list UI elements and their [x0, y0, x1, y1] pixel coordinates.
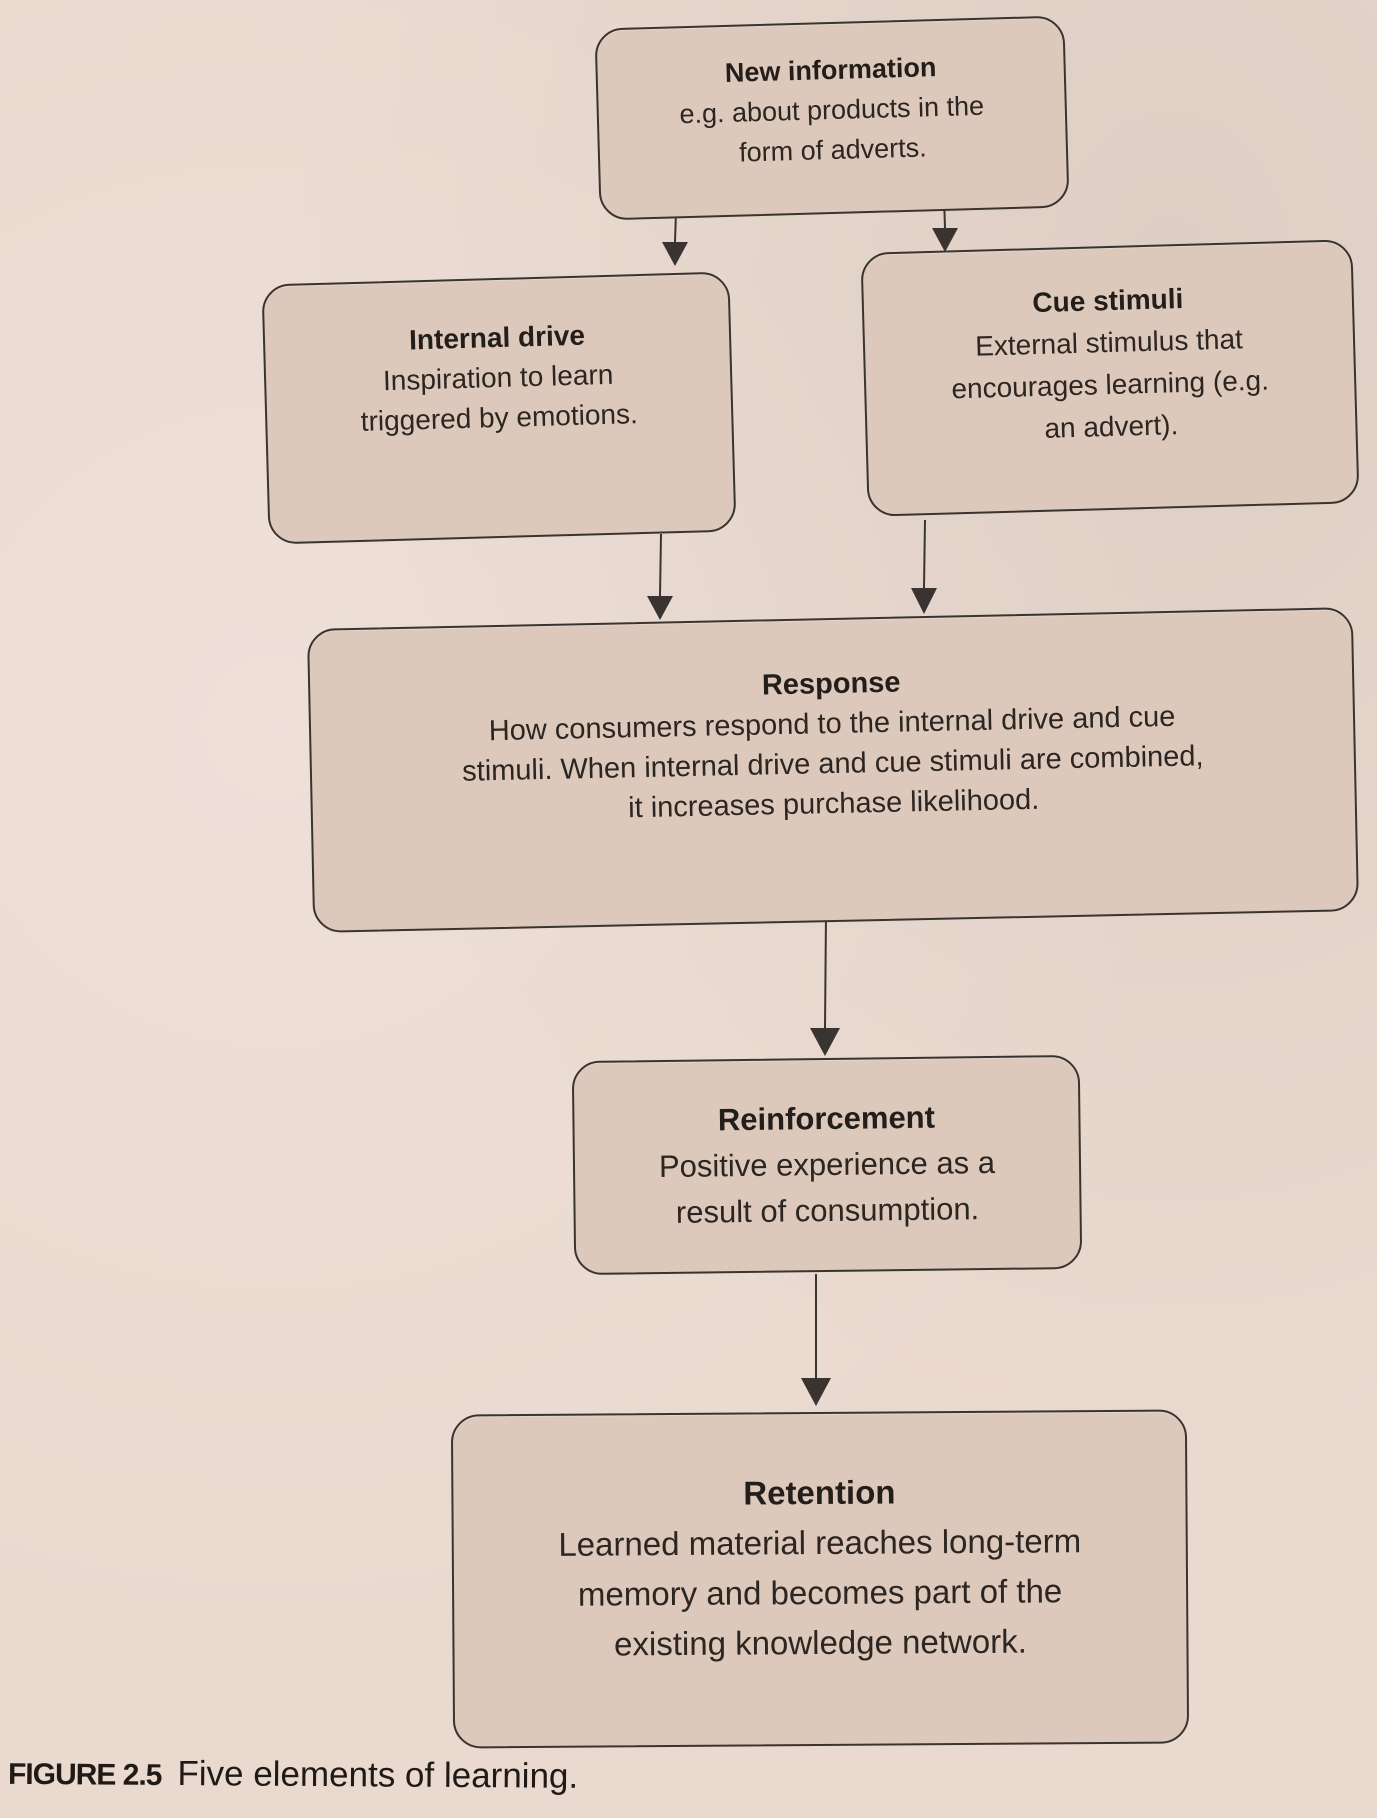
arrowhead-retention — [801, 1378, 831, 1406]
node-text-line: result of consumption. — [675, 1191, 980, 1230]
node-text-line: Learned material reaches long-term — [558, 1522, 1082, 1563]
node-text-line: Positive experience as a — [658, 1144, 996, 1185]
figure-label: FIGURE 2.5 — [7, 1757, 162, 1792]
node-new-information: New information e.g. about products in t… — [594, 15, 1070, 221]
node-internal-drive: Internal drive Inspiration to learn trig… — [261, 271, 737, 545]
node-title: Retention — [743, 1473, 896, 1512]
node-text-line: an advert). — [1044, 409, 1179, 444]
edge-response-to-reinforcement — [824, 913, 827, 1029]
arrowhead-cue-stimuli — [932, 228, 958, 252]
node-cue-stimuli: Cue stimuli External stimulus that encou… — [860, 239, 1360, 517]
node-title: Internal drive — [408, 319, 586, 356]
node-text-line: existing knowledge network. — [613, 1622, 1027, 1663]
node-text-line: External stimulus that — [974, 323, 1244, 362]
node-text-line: it increases purchase likelihood. — [627, 783, 1040, 825]
node-title: New information — [724, 52, 937, 88]
node-text-line: form of adverts. — [738, 132, 928, 168]
edge-internal-drive-to-response — [659, 533, 662, 597]
arrowhead-response-right — [911, 588, 937, 614]
node-text-line: e.g. about products in the — [679, 90, 985, 130]
node-text-line: memory and becomes part of the — [577, 1572, 1063, 1613]
edge-cue-stimuli-to-response — [923, 519, 926, 589]
arrowhead-internal-drive — [662, 242, 688, 266]
node-response: Response How consumers respond to the in… — [306, 607, 1360, 933]
figure-caption: FIGURE 2.5 Five elements of learning. — [8, 1753, 908, 1813]
node-title: Reinforcement — [717, 1099, 936, 1138]
node-reinforcement: Reinforcement Positive experience as a r… — [571, 1054, 1083, 1276]
node-text-line: Inspiration to learn — [382, 358, 614, 397]
node-text-line: encourages learning (e.g. — [951, 364, 1270, 405]
node-title: Response — [761, 666, 901, 702]
node-retention: Retention Learned material reaches long-… — [450, 1409, 1190, 1749]
arrowhead-response-left — [647, 596, 673, 620]
arrowhead-reinforcement — [810, 1028, 840, 1056]
figure-caption-text: Five elements of learning. — [177, 1754, 579, 1796]
node-text-line: triggered by emotions. — [360, 398, 639, 437]
node-title: Cue stimuli — [1031, 282, 1184, 319]
